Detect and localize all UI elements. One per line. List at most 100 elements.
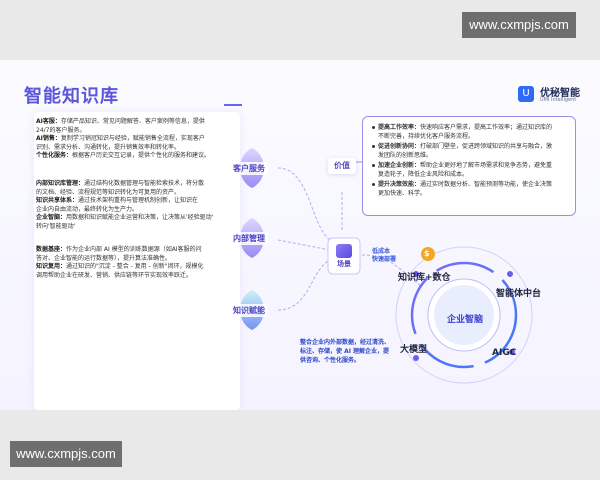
ring-middle (410, 261, 518, 369)
panel-line-key: 知识共享体系： (36, 197, 79, 204)
panel-line: 24/7的客户服务。 (36, 127, 236, 136)
connector-internal (277, 239, 331, 251)
panel-line: 数据基座：作为企业内部 AI 模型的训练数据源（如AI客服的问 (36, 246, 236, 255)
panel-line-text: 复制学习销冠知识与经验，赋能销售全流程，实现客户 (60, 135, 205, 142)
scenario-panel (34, 112, 240, 410)
value-line-text: 快速响应客户需求，提高工作效率；通过知识库的 (420, 124, 553, 131)
panel-line: 调用帮助企业在研发、营销、供应链等环节实现效率跃迁。 (36, 272, 236, 281)
panel-line-key: 内部知识库管理： (36, 180, 85, 187)
leaf-label-internal: 内部管理 (230, 232, 268, 245)
value-line: 加速企业创新：帮助企业更好地了解市场需求和竞争态势，避免重 (372, 162, 570, 171)
panel-line-text: 根据客户历史交互记录，提供个性化的服务和建议。 (72, 152, 211, 159)
ring-center-label: 企业智脑 (446, 315, 483, 325)
logo-subtitle: UMI Intelligent (540, 97, 577, 103)
value-line-text: 复造轮子，降低企业风险和成本。 (378, 170, 469, 178)
panel-line: AI客服：存储产品知识、常见问题解答、客户案例等信息，提供 (36, 118, 236, 127)
panel-line-text: 通过技术架构重构与管理机制创新，让知识在 (78, 197, 199, 204)
panel-line-key: 数据基座： (36, 246, 67, 253)
panel-line: 企业内自由流动，最终转化为生产力。 (36, 206, 236, 215)
value-line-key: 促进创新协同： (378, 143, 421, 150)
value-line: 提高工作效率：快速响应客户需求，提高工作效率；通过知识库的 (372, 124, 570, 133)
ring-core (434, 285, 494, 345)
panel-line-text: 企业内自由流动，最终转化为生产力。 (36, 205, 139, 213)
value-line-text: 通过实时数据分析、智能预测等功能，使企业决策 (420, 181, 553, 188)
title-underline (224, 104, 242, 106)
panel-line: AI销售：复制学习销冠知识与经验，赋能销售全流程，实现客户 (36, 135, 236, 144)
value-node: 价值 (328, 158, 356, 174)
ring-node-top-left (413, 271, 419, 277)
panel-line-text: 通过知识的"沉淀 - 整合 - 复用 - 创新"闭环，规模化 (66, 263, 204, 270)
value-line: 不断完善，持续优化客户服务流程。 (372, 133, 576, 142)
panel-line: 答对、企业智能的运行数据等），提升算法准确性。 (36, 255, 236, 264)
value-line: 发团队的创新思维。 (372, 152, 576, 161)
panel-line-text: 通过结构化数据管理与智能检索技术，将分散 (84, 180, 205, 187)
connector-ring (361, 254, 421, 286)
connector-knowledge (277, 259, 331, 311)
panel-line: 转向'智能驱动' (36, 223, 236, 232)
panel-line-key: AI销售： (36, 135, 61, 142)
leaf-label-service: 客户服务 (230, 162, 268, 175)
panel-line: 的文档、经验、流程规范等知识转化为可复用的资产。 (36, 189, 236, 198)
ring-label-knowledge: 知识库+数仓 (398, 273, 451, 283)
panel-line-text: 作为企业内部 AI 模型的训练数据源（如AI客服的问 (66, 246, 202, 253)
panel-line-key: AI客服： (36, 118, 61, 125)
value-line-key: 加速企业创新： (378, 162, 421, 169)
bullet-icon (372, 164, 375, 167)
panel-line-text: 调用帮助企业在研发、营销、供应链等环节实现效率跃迁。 (36, 271, 193, 279)
panel-line: 内部知识库管理：通过结构化数据管理与智能检索技术，将分散 (36, 180, 236, 189)
value-line: 复造轮子，降低企业风险和成本。 (372, 171, 576, 180)
logo-name: 优秘智能 (540, 88, 580, 99)
ring-label-llm: 大模型 (400, 345, 428, 355)
ring-node-bottom-right (509, 349, 515, 355)
watermark-bottom: www.cxmpjs.com (10, 441, 122, 467)
value-line: 促进创新协同：打破部门壁垒，促进跨领域知识的共享与融合，激 (372, 143, 570, 152)
value-line-text: 更加快速、科学。 (378, 189, 427, 197)
logo-mark-icon: U (518, 86, 534, 102)
slide: 智能知识库 U 优秘智能 UMI Intelligent AI客服：存储产品知识… (0, 60, 600, 410)
panel-line-text: 转向'智能驱动' (36, 222, 76, 230)
panel-line: 企业智脑：用数据和知识赋能企业运营和决策，让决策从'经验驱动' (36, 214, 236, 223)
panel-line-text: 24/7的客户服务。 (36, 126, 86, 134)
panel-line-text: 的文档、经验、流程规范等知识转化为可复用的资产。 (36, 188, 181, 196)
value-line-text: 打破部门壁垒，促进跨领域知识的共享与融合，激 (420, 143, 553, 150)
cost-coin (421, 247, 435, 261)
value-line: 提升决策效能：通过实时数据分析、智能预测等功能，使企业决策 (372, 181, 570, 190)
ring-label-agent: 智能体中台 (496, 289, 542, 299)
value-line-text: 不断完善，持续优化客户服务流程。 (378, 132, 475, 140)
panel-line: 个性化服务：根据客户历史交互记录，提供个性化的服务和建议。 (36, 152, 236, 161)
cost-label-2: 快速部署 (372, 256, 397, 263)
panel-line-text: 识别、需求分析、沟通转化，提升销售效率和转化率。 (36, 143, 181, 151)
ring-label-aigc: AIGC (492, 348, 517, 358)
bullet-icon (372, 183, 375, 186)
scene-node-label: 场景 (337, 260, 351, 268)
panel-line-text: 答对、企业智能的运行数据等），提升算法准确性。 (36, 254, 172, 262)
data-integration-desc: 整合企业内外部数据，经过清洗、标注、存储，使 AI 理解企业，提供咨询、个性化服… (300, 339, 391, 364)
panel-line-text: 存储产品知识、常见问题解答、客户案例等信息，提供 (60, 118, 205, 125)
value-line-text: 发团队的创新思维。 (378, 151, 433, 159)
watermark-top: www.cxmpjs.com (462, 12, 576, 38)
panel-line: 知识共享体系：通过技术架构重构与管理机制创新，让知识在 (36, 197, 236, 206)
ring-outer (395, 246, 533, 384)
ring-node-top-right (507, 271, 513, 277)
panel-line-key: 个性化服务： (36, 152, 73, 159)
panel-line: 识别、需求分析、沟通转化，提升销售效率和转化率。 (36, 144, 236, 153)
value-box (362, 116, 576, 216)
panel-line: 知识复用：通过知识的"沉淀 - 整合 - 复用 - 创新"闭环，规模化 (36, 263, 236, 272)
connector-diagram (240, 148, 533, 384)
panel-line-text: 用数据和知识赋能企业运营和决策，让决策从'经验驱动' (66, 214, 214, 221)
dollar-icon: $ (424, 249, 430, 258)
value-line-key: 提升决策效能： (378, 181, 421, 188)
panel-line-key: 企业智脑： (36, 214, 67, 221)
connector-value (277, 167, 331, 241)
panel-line-key: 知识复用： (36, 263, 67, 270)
value-line-key: 提高工作效率： (378, 124, 421, 131)
bullet-icon (372, 145, 375, 148)
scene-node-icon (336, 244, 352, 258)
value-line: 更加快速、科学。 (372, 190, 576, 199)
value-line-text: 帮助企业更好地了解市场需求和竞争态势，避免重 (420, 162, 553, 169)
cost-label-1: 低成本 (372, 248, 391, 255)
leaf-label-knowledge: 知识赋能 (230, 304, 268, 317)
page-title: 智能知识库 (24, 86, 119, 107)
bullet-icon (372, 126, 375, 129)
ring-node-bottom-left (413, 355, 419, 361)
